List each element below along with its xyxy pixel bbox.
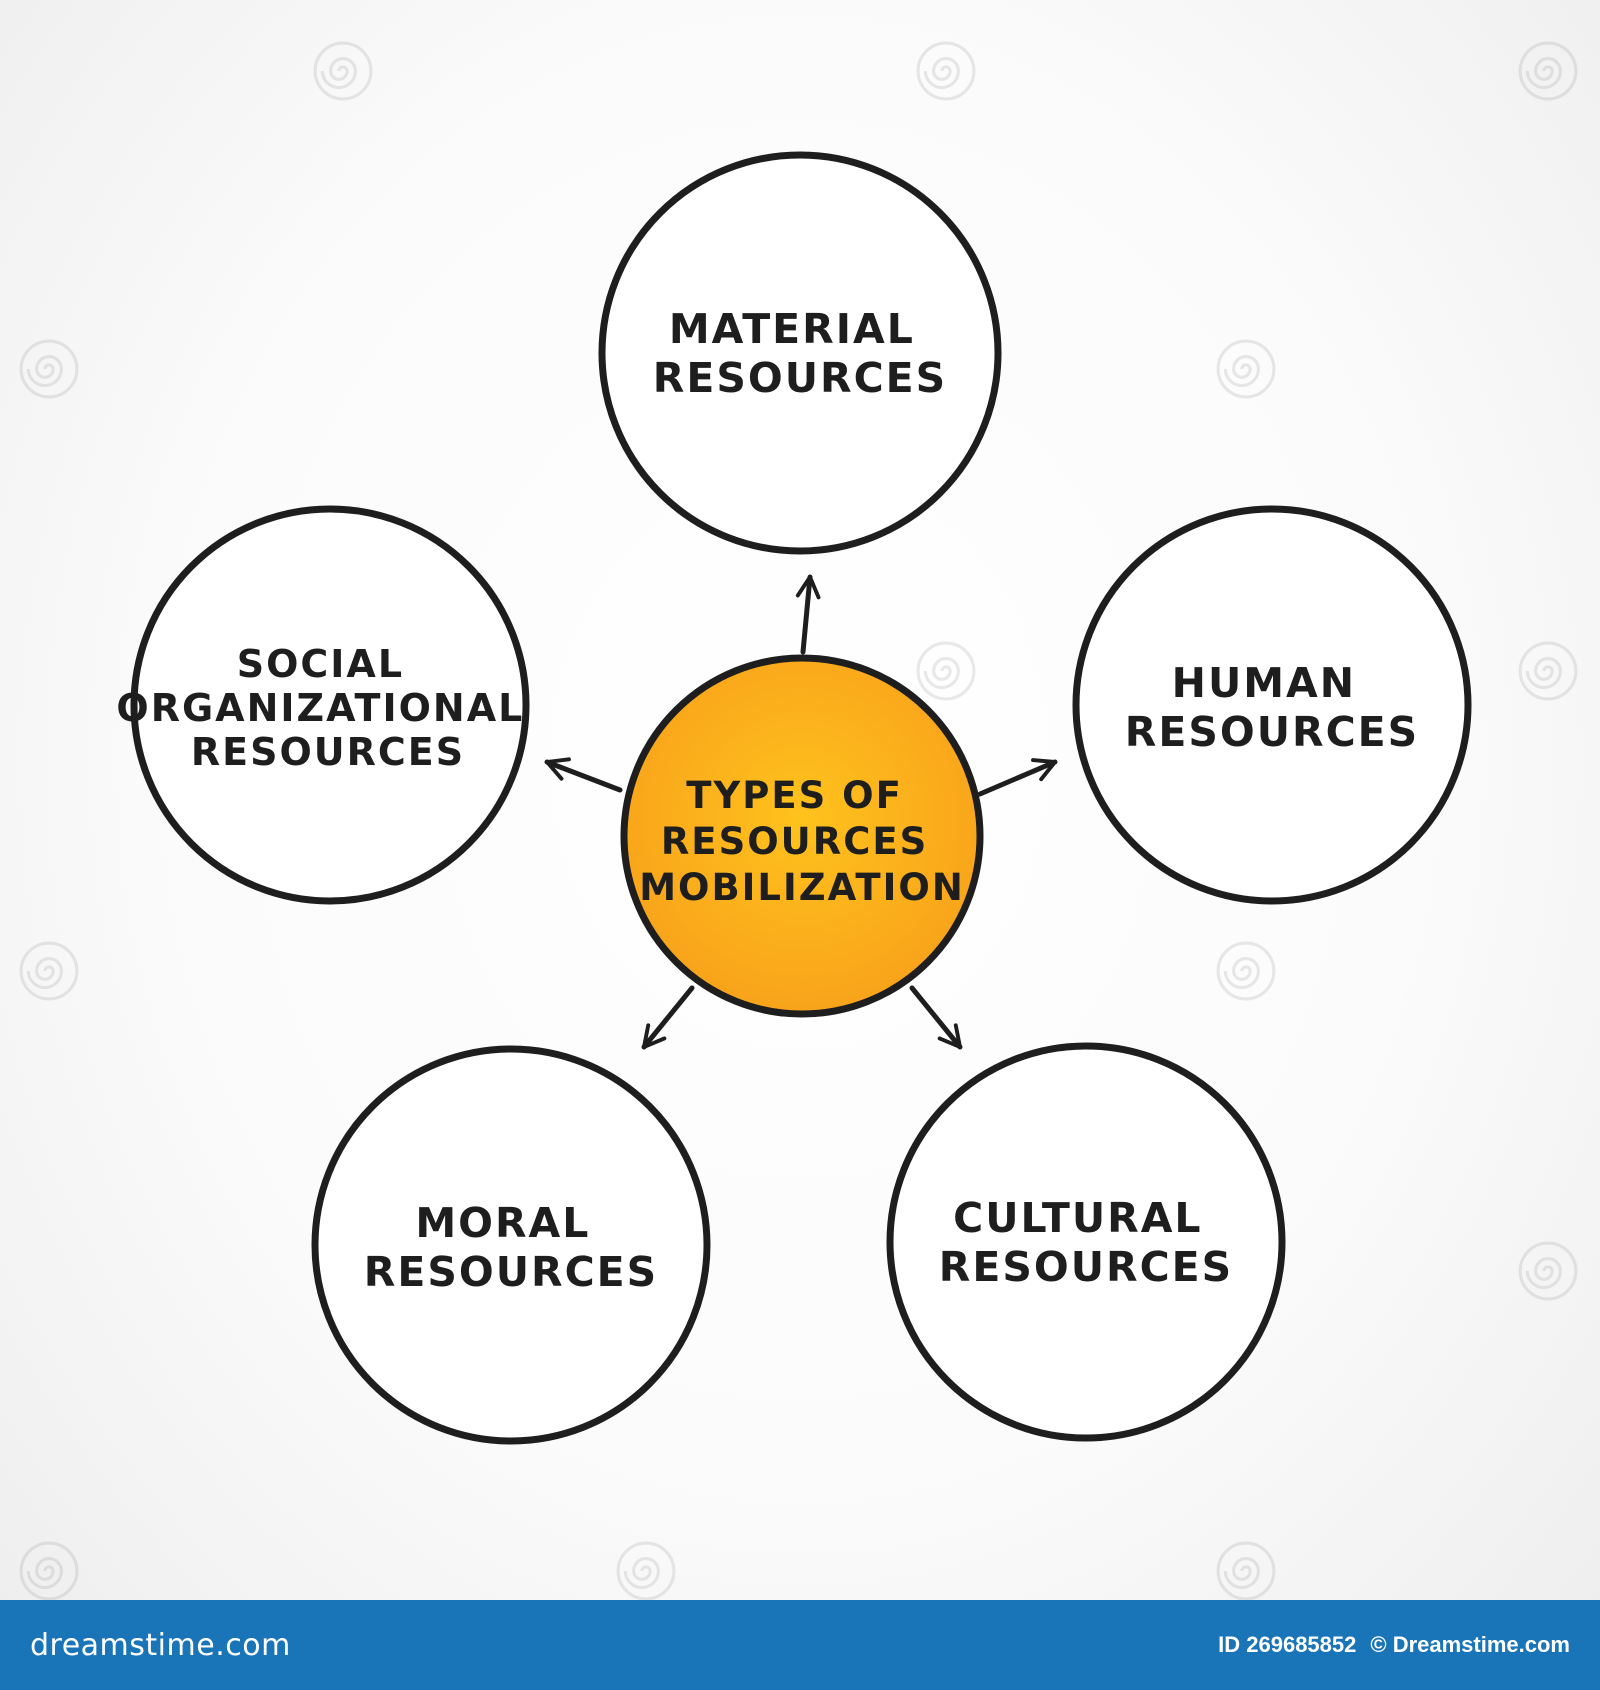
footer-logo[interactable]: dreamstime.com <box>30 1627 291 1663</box>
node-moral: MORAL RESOURCES <box>311 1045 711 1445</box>
node-social-label: SOCIAL ORGANIZATIONAL RESOURCES <box>116 642 539 774</box>
image-id: ID 269685852 <box>1218 1632 1357 1657</box>
watermark-icon <box>19 941 79 1001</box>
node-human-label: HUMAN RESOURCES <box>1125 659 1419 756</box>
arrow-to-social <box>544 757 623 793</box>
node-human-line-2: RESOURCES <box>1125 708 1419 756</box>
node-moral-line-1: MORAL <box>415 1199 590 1247</box>
node-human-line-1: HUMAN <box>1172 659 1356 707</box>
connector-arrows <box>544 574 1058 1050</box>
node-material-line-1: MATERIAL <box>669 305 915 353</box>
watermark-icon <box>313 41 373 101</box>
node-cultural-line-2: RESOURCES <box>939 1243 1233 1291</box>
mind-map-diagram: MATERIAL RESOURCES HUMAN RESOURCES CULTU… <box>116 151 1472 1445</box>
arrow-to-cultural <box>909 985 963 1050</box>
watermark-icon <box>916 41 976 101</box>
watermark-icon <box>19 1541 79 1601</box>
node-social: SOCIAL ORGANIZATIONAL RESOURCES <box>116 505 539 905</box>
node-moral-line-2: RESOURCES <box>364 1248 658 1296</box>
node-social-line-1: SOCIAL <box>237 642 404 686</box>
center-node-label: TYPES OF RESOURCES MOBILIZATION <box>639 774 965 909</box>
watermark-icon <box>616 1541 676 1601</box>
arrow-to-material <box>795 574 821 655</box>
node-material-label: MATERIAL RESOURCES <box>653 305 947 402</box>
watermark-icon <box>1216 339 1276 399</box>
footer-credits: ID 269685852 © Dreamstime.com <box>1218 1632 1570 1658</box>
node-moral-label: MORAL RESOURCES <box>364 1199 658 1296</box>
node-material-line-2: RESOURCES <box>653 354 947 402</box>
center-node: TYPES OF RESOURCES MOBILIZATION <box>620 654 984 1018</box>
arrow-to-moral <box>641 985 695 1050</box>
center-line-1: TYPES OF <box>686 774 903 817</box>
watermark-icon <box>1216 1541 1276 1601</box>
center-line-3: MOBILIZATION <box>639 866 965 909</box>
arrow-to-human <box>977 758 1058 797</box>
center-line-2: RESOURCES <box>661 820 928 863</box>
watermark-icon <box>1518 641 1578 701</box>
watermark-icon <box>1518 1241 1578 1301</box>
node-social-line-3: RESOURCES <box>191 730 465 774</box>
node-cultural: CULTURAL RESOURCES <box>886 1042 1286 1442</box>
watermark-icon <box>1216 941 1276 1001</box>
node-social-line-2: ORGANIZATIONAL <box>116 686 524 730</box>
watermark-icon <box>1518 41 1578 101</box>
footer-bar: dreamstime.com ID 269685852 © Dreamstime… <box>0 1600 1600 1690</box>
watermark-icon <box>19 339 79 399</box>
node-cultural-line-1: CULTURAL <box>953 1194 1202 1242</box>
node-cultural-label: CULTURAL RESOURCES <box>939 1194 1233 1291</box>
copyright-credit[interactable]: © Dreamstime.com <box>1370 1632 1570 1657</box>
node-material: MATERIAL RESOURCES <box>598 151 1002 555</box>
watermark-icon <box>916 641 976 701</box>
node-human: HUMAN RESOURCES <box>1072 505 1472 905</box>
